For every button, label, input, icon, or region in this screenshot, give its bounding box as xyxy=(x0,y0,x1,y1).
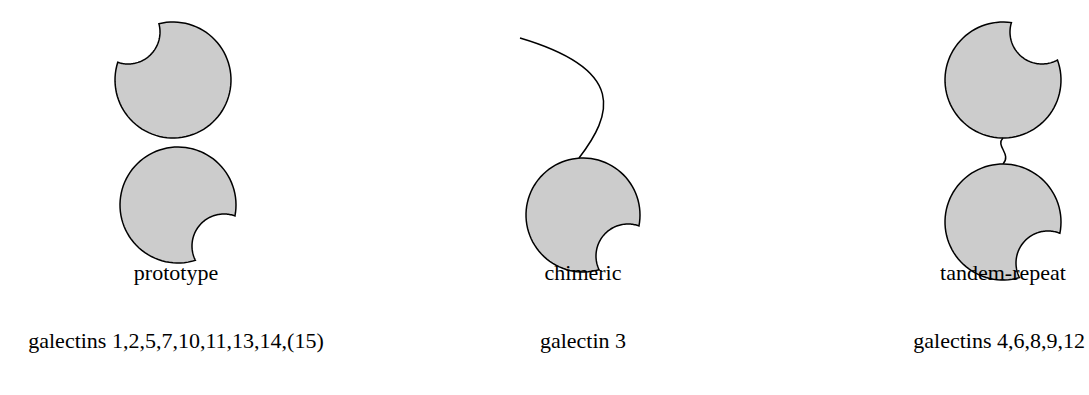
n-terminal-tail xyxy=(520,38,604,158)
crd-domain xyxy=(945,22,1061,138)
linker-peptide xyxy=(1001,138,1006,164)
crd-domain xyxy=(526,158,640,272)
crd-domain xyxy=(120,147,236,263)
member-list: galectins 4,6,8,9,12 xyxy=(913,328,1085,354)
member-list: galectin 3 xyxy=(540,328,626,354)
type-name: prototype xyxy=(134,260,218,286)
type-name: tandem-repeat xyxy=(940,260,1066,286)
type-name: chimeric xyxy=(545,260,622,286)
member-list: galectins 1,2,5,7,10,11,13,14,(15) xyxy=(28,328,324,354)
crd-domain xyxy=(115,22,231,138)
